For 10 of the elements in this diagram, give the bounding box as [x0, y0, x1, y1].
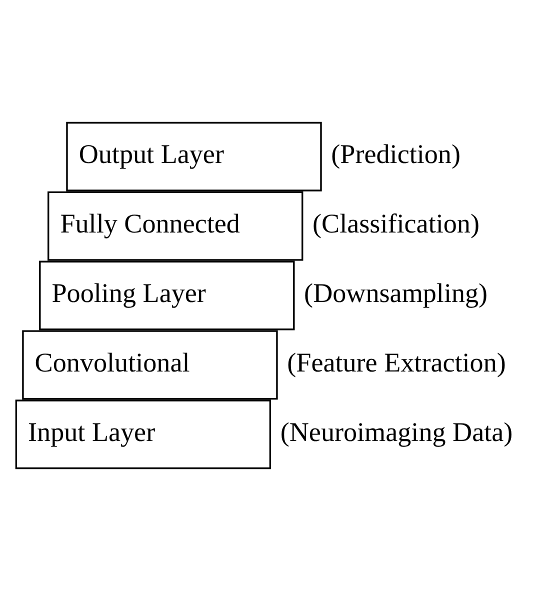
node-box: Input Layer [15, 400, 272, 470]
node-label: (Neuroimaging Data) [280, 416, 513, 447]
node-box: Output Layer [66, 122, 322, 192]
node-box: Fully Connected [48, 191, 304, 261]
node-label: (Classification) [312, 208, 480, 239]
node-label: (Prediction) [331, 139, 460, 170]
node-box: Pooling Layer [39, 260, 295, 330]
node-label: (Feature Extraction) [287, 347, 506, 378]
node-box: Convolutional [22, 330, 278, 400]
node-label: (Downsampling) [304, 278, 488, 308]
